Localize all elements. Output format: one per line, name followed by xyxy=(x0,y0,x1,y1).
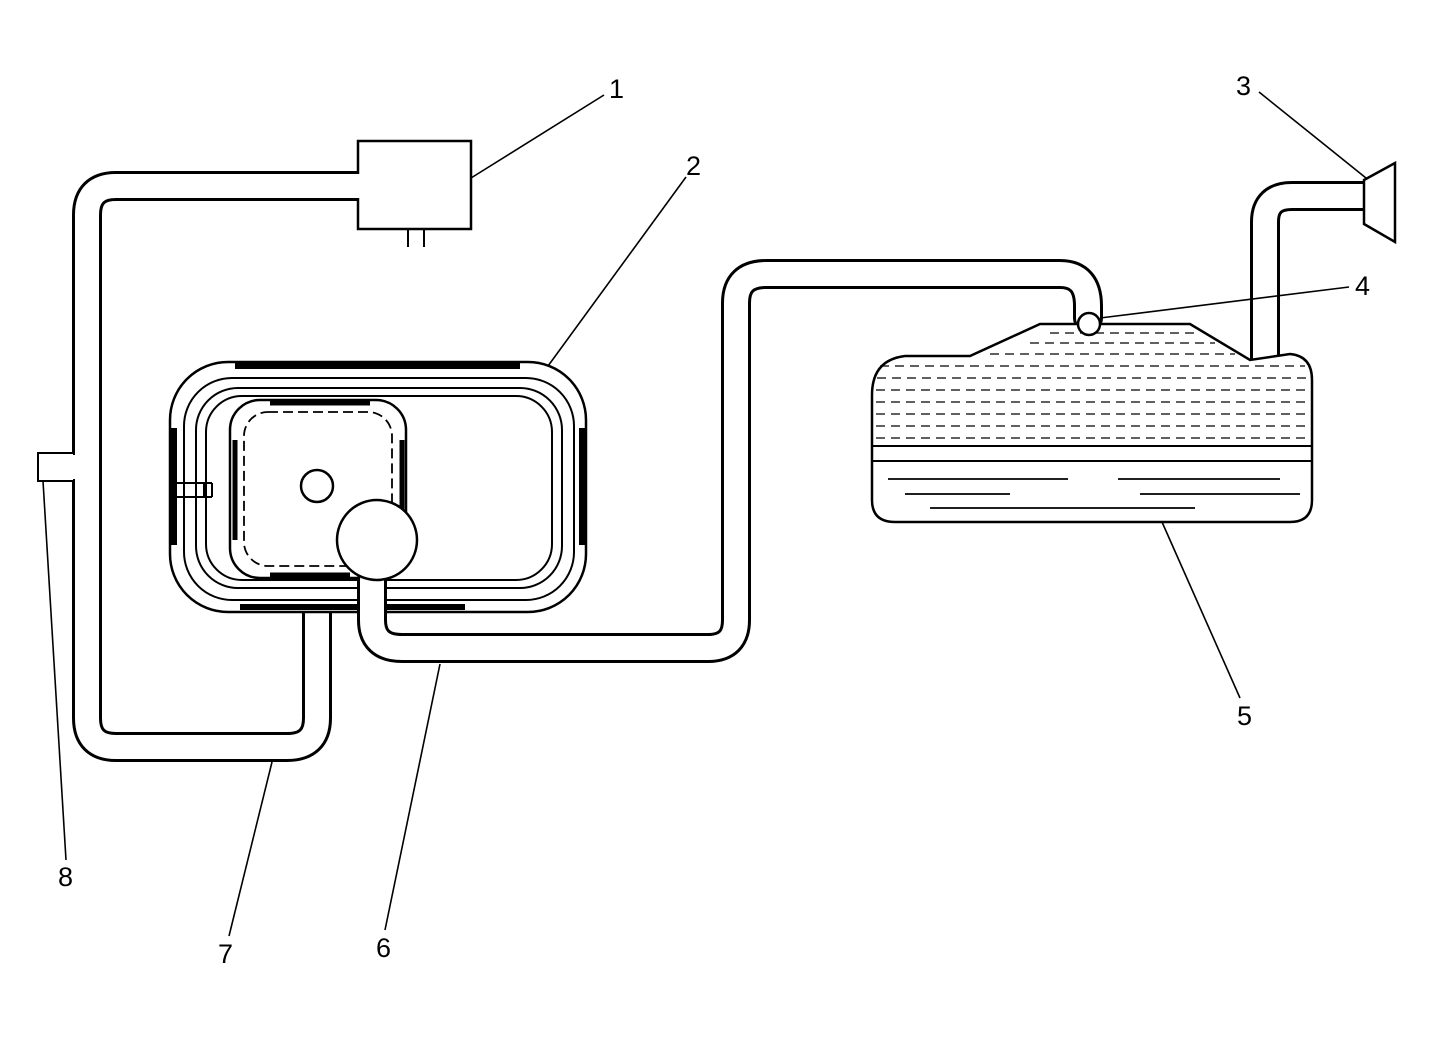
component-4-vent-valve xyxy=(1076,311,1102,337)
leader-4 xyxy=(1099,286,1350,319)
leader-8 xyxy=(42,480,67,861)
leader-7 xyxy=(228,761,273,937)
filler-neck-hose xyxy=(1250,181,1383,375)
leader-2 xyxy=(547,176,687,367)
leader-3 xyxy=(1258,91,1367,179)
callout-4: 4 xyxy=(1355,271,1370,301)
callout-1: 1 xyxy=(609,74,624,104)
component-5-tank xyxy=(870,322,1314,524)
hose-6 xyxy=(357,259,1103,663)
component-3-filler xyxy=(1362,160,1397,245)
callout-7: 7 xyxy=(218,939,233,969)
port-8-stub xyxy=(37,452,78,482)
callout-labels: 1 2 3 4 5 6 7 8 xyxy=(58,71,1370,969)
leader-1 xyxy=(470,94,605,179)
leader-lines xyxy=(42,91,1367,937)
callout-6: 6 xyxy=(376,933,391,963)
callout-2: 2 xyxy=(686,151,701,181)
canister-port-small xyxy=(299,468,335,504)
leader-6 xyxy=(384,663,441,931)
callout-3: 3 xyxy=(1236,71,1251,101)
hose-left-loop xyxy=(72,171,373,762)
callout-8: 8 xyxy=(58,862,73,892)
canister-port-large xyxy=(335,498,419,582)
callout-5: 5 xyxy=(1237,701,1252,731)
leader-5 xyxy=(1161,521,1241,699)
component-1-box xyxy=(356,139,473,247)
